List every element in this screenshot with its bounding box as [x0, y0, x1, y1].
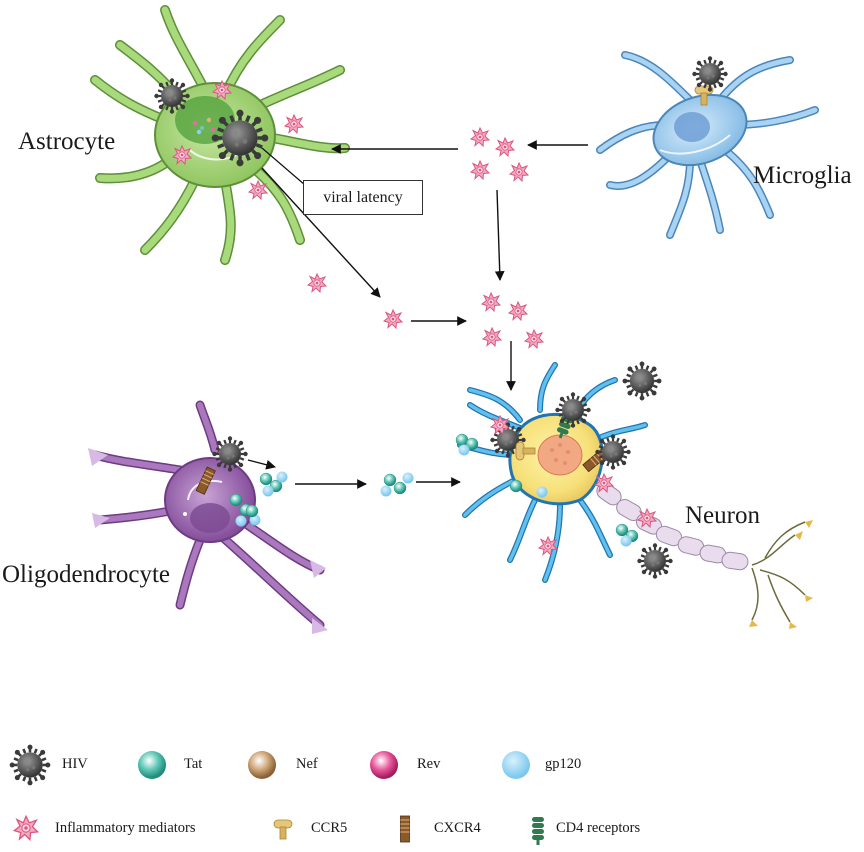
- viral-latency-pointer: [261, 147, 306, 186]
- oligodendrocyte-cell: [88, 400, 328, 634]
- legend-hiv-icon: [8, 743, 52, 787]
- oligodendrocyte-label: Oligodendrocyte: [2, 561, 171, 588]
- inflammatory-mediator-icon: [481, 292, 501, 312]
- inflammatory-mediator-icon: [284, 114, 304, 134]
- gp120-icon: [276, 471, 288, 483]
- inflammatory-mediator-icon: [383, 309, 403, 329]
- gp120-icon: [262, 485, 274, 497]
- hiv-virion-icon: [691, 55, 729, 93]
- tat-protein-icon: [229, 493, 243, 507]
- hiv-virion-icon: [209, 107, 271, 169]
- inflammatory-mediator-icon: [495, 137, 515, 157]
- gp120-icon: [402, 472, 414, 484]
- legend-rev-label: Rev: [417, 756, 441, 772]
- legend-cd4-icon: [532, 817, 544, 845]
- legend-cxcr4-icon: [400, 815, 410, 843]
- legend-cxcr4-label: CXCR4: [434, 820, 481, 836]
- inflammatory-mediator-icon: [524, 329, 544, 349]
- tat-protein-icon: [259, 472, 273, 486]
- tat-protein-icon: [245, 504, 259, 518]
- hiv-virion-icon: [594, 433, 632, 471]
- gp120-icon: [620, 535, 632, 547]
- arrow-down-center: [494, 189, 505, 281]
- inflammatory-mediator-icon: [307, 273, 327, 293]
- inflammatory-mediator-icon: [470, 127, 490, 147]
- legend-ccr5-label: CCR5: [311, 820, 348, 836]
- legend-tat-icon: [138, 751, 166, 779]
- gp120-icon: [458, 444, 470, 456]
- legend-tat-label: Tat: [184, 756, 203, 772]
- astrocyte-label: Astrocyte: [18, 128, 116, 155]
- hiv-virion-icon: [211, 435, 249, 473]
- inflammatory-mediator-icon: [508, 301, 528, 321]
- hiv-virion-icon: [554, 391, 592, 429]
- arrow-astrocyte-diagonal: [261, 167, 381, 298]
- tat-protein-icon: [509, 479, 523, 493]
- tat-protein-icon: [393, 481, 407, 495]
- hiv-virion-icon: [621, 360, 663, 402]
- microglia-cell: [596, 51, 819, 239]
- tat-protein-icon: [383, 473, 397, 487]
- legend-inflammatory-label: Inflammatory mediators: [55, 820, 196, 836]
- inflammatory-mediator-icon: [509, 162, 529, 182]
- neuron-label: Neuron: [685, 502, 760, 529]
- gp120-icon: [235, 515, 247, 527]
- inflammatory-mediator-icon: [482, 327, 502, 347]
- astrocyte-cell: [90, 5, 350, 265]
- legend-gp120-icon: [502, 751, 530, 779]
- legend-ccr5-icon: [273, 819, 293, 840]
- legend-cd4-label: CD4 receptors: [556, 820, 641, 836]
- legend-inflammatory-icon: [13, 815, 39, 841]
- neuron-cell: [457, 362, 813, 629]
- arrow-hiv-release: [247, 459, 276, 470]
- legend-nef-label: Nef: [296, 756, 318, 772]
- gp120-icon: [536, 486, 548, 498]
- viral-latency-box: viral latency: [303, 180, 423, 215]
- legend: [8, 743, 544, 845]
- hiv-virion-icon: [153, 77, 191, 115]
- legend-rev-icon: [370, 751, 398, 779]
- hiv-virion-icon: [636, 542, 674, 580]
- microglia-label: Microglia: [753, 162, 852, 189]
- gp120-icon: [380, 485, 392, 497]
- legend-nef-icon: [248, 751, 276, 779]
- legend-hiv-label: HIV: [62, 756, 88, 772]
- legend-gp120-label: gp120: [545, 756, 582, 772]
- inflammatory-mediator-icon: [470, 160, 490, 180]
